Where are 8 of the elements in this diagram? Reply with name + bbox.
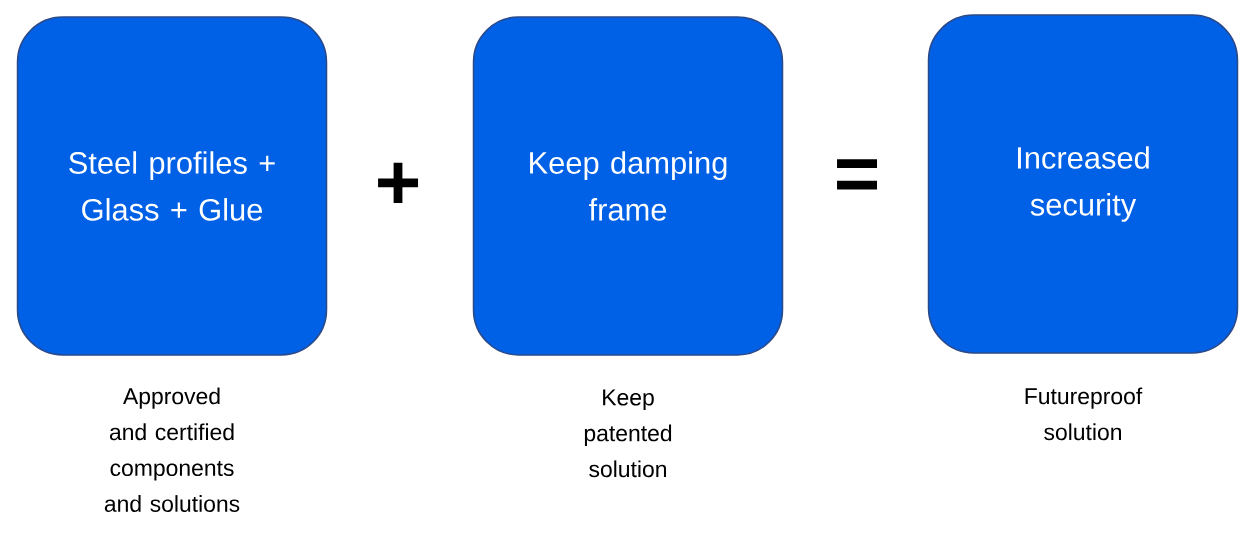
caption-text: Approved and certified components and solutions <box>104 387 240 512</box>
equals-sign: = <box>837 159 877 190</box>
process-box: Keep damping frame <box>472 16 784 356</box>
caption-text: Keep patented solution <box>584 389 672 478</box>
process-box: Increased security <box>927 14 1239 354</box>
process-box: Steel profiles + Glass + Glue <box>16 16 328 356</box>
plus-sign: + <box>378 162 419 204</box>
caption-text: Futureproof solution <box>1025 387 1143 441</box>
